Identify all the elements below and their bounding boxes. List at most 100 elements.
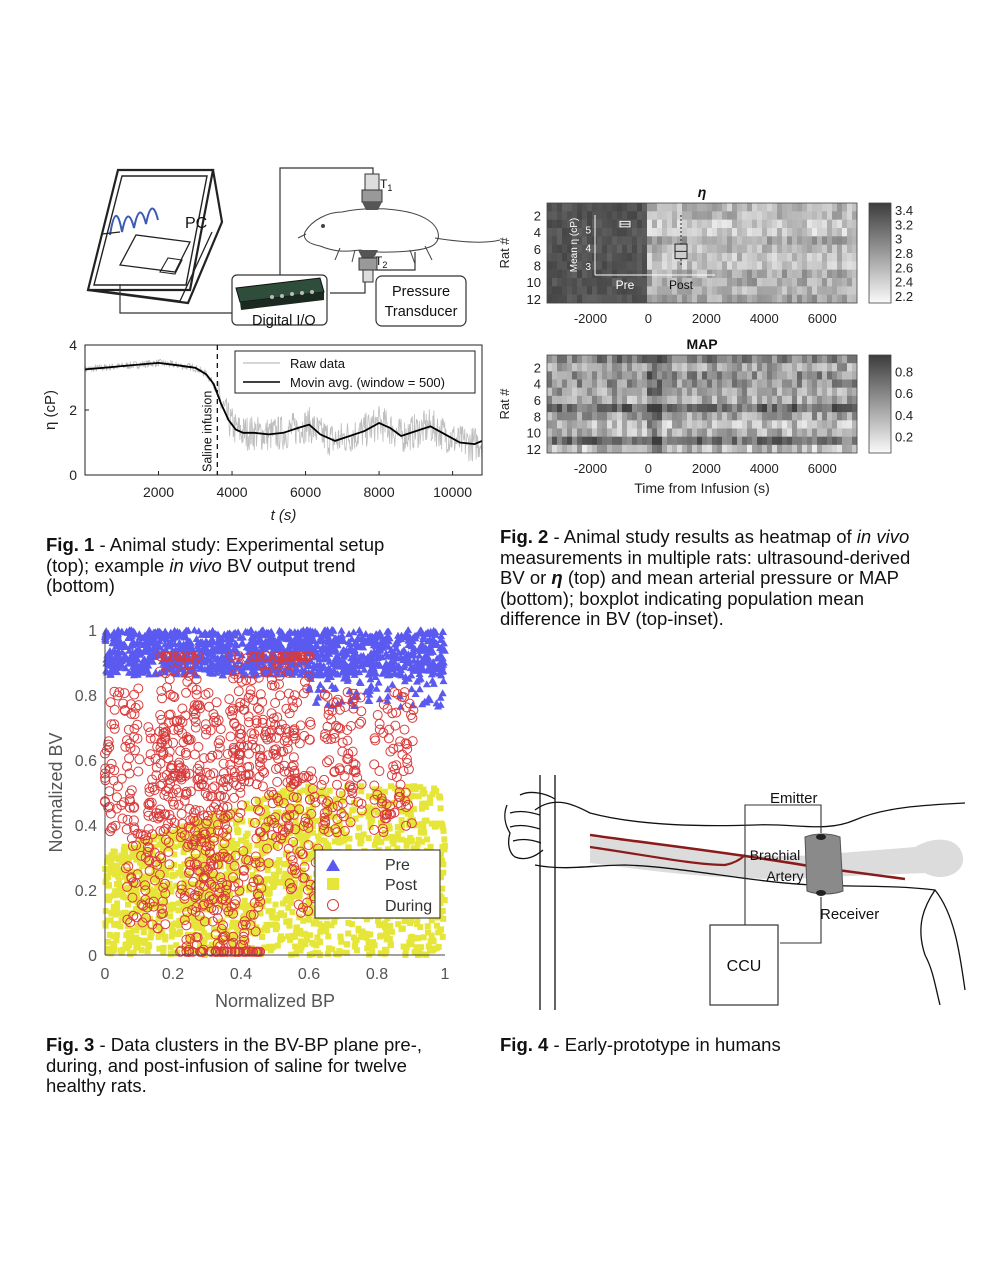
heatmap-cell: [767, 444, 773, 454]
heatmap-cell: [677, 203, 683, 212]
heatmap-cell: [782, 395, 788, 405]
heatmap-cell: [852, 228, 858, 237]
heatmap-cell: [722, 219, 728, 229]
heatmap-cell: [577, 404, 583, 413]
post-point: [201, 888, 208, 895]
heatmap-cell: [842, 286, 848, 295]
heatmap-cell: [817, 253, 823, 262]
heatmap-cell: [562, 404, 568, 413]
heatmap-cell: [797, 269, 803, 279]
post-point: [154, 859, 161, 866]
heatmap-cell: [852, 269, 858, 279]
post-point: [408, 786, 415, 793]
heatmap-cell: [707, 371, 713, 380]
during-point: [143, 855, 154, 866]
heatmap-cell: [842, 211, 848, 220]
heatmap-cell: [587, 395, 593, 405]
post-point: [106, 931, 113, 938]
heatmap-cell: [817, 395, 823, 405]
heatmap-cell: [812, 395, 818, 405]
post-point: [276, 879, 283, 886]
heatmap-cell: [577, 444, 583, 454]
heatmap-cell: [837, 436, 843, 446]
heatmap-cell: [612, 444, 618, 454]
heatmap-cell: [742, 228, 748, 237]
heatmap-cell: [567, 294, 573, 304]
post-point: [173, 882, 180, 889]
pre-point: [424, 664, 433, 672]
during-point: [320, 817, 331, 828]
pre-point: [355, 657, 364, 665]
heatmap-cell: [562, 428, 568, 437]
heatmap-cell: [677, 420, 683, 429]
post-point: [388, 928, 395, 935]
heatmap-cell: [682, 436, 688, 446]
heatmap-cell: [652, 211, 658, 220]
heatmap-cell: [752, 412, 758, 421]
post-point: [150, 836, 157, 843]
pre-point: [295, 633, 304, 641]
heatmap-cell: [712, 395, 718, 405]
pre-point: [107, 654, 116, 662]
heatmap-cell: [807, 428, 813, 437]
heatmap-cell: [787, 420, 793, 429]
heatmap-cell: [847, 253, 853, 262]
during-point: [160, 786, 171, 796]
heatmap-cell: [742, 286, 748, 295]
heatmap-cell: [552, 387, 558, 397]
pre-point: [374, 678, 383, 686]
heatmap-cell: [627, 286, 633, 295]
heatmap-cell: [577, 244, 583, 254]
post-point: [336, 839, 343, 846]
post-point: [324, 920, 331, 927]
heatmap-cell: [607, 355, 613, 364]
heatmap-cell: [792, 379, 798, 388]
post-point: [336, 948, 343, 955]
heatmap-cell: [812, 420, 818, 429]
post-point: [155, 934, 162, 941]
heatmap-cell: [732, 355, 738, 364]
heatmap-cell: [702, 236, 708, 245]
post-point: [358, 788, 365, 795]
post-point: [437, 927, 444, 934]
heatmap-cell: [662, 436, 668, 446]
post-point: [335, 835, 342, 842]
heatmap-cell: [617, 294, 623, 304]
pre-point: [247, 644, 256, 652]
pre-point: [316, 645, 325, 653]
heatmap-cell: [817, 428, 823, 437]
heatmap-cell: [722, 404, 728, 413]
post-point: [259, 813, 265, 820]
post-point: [155, 916, 162, 923]
heatmap-cell: [632, 236, 638, 245]
pre-point: [401, 629, 410, 637]
heatmap-cell: [822, 404, 828, 413]
heatmap-cell: [587, 294, 593, 304]
heatmap-cell: [642, 420, 648, 429]
heatmap-cell: [647, 379, 653, 388]
heatmap-cell: [547, 269, 553, 279]
heatmap-cell: [667, 236, 673, 245]
pre-point: [439, 658, 448, 666]
post-point: [307, 818, 314, 825]
pre-point: [106, 647, 114, 654]
heatmap-cell: [592, 436, 598, 446]
pre-point: [384, 642, 393, 650]
post-point: [407, 934, 414, 941]
heatmap-cell: [617, 436, 623, 446]
y-tick-label: 10: [527, 426, 541, 441]
heatmap-cell: [567, 363, 573, 372]
heatmap-cell: [832, 420, 838, 429]
heatmap-cell: [657, 244, 663, 254]
heatmap-cell: [742, 253, 748, 262]
pre-point: [270, 640, 278, 648]
pre-point: [194, 645, 203, 653]
heatmap-cell: [607, 261, 613, 270]
post-point: [171, 851, 178, 858]
heatmap-cell: [732, 294, 738, 304]
post-point: [413, 944, 420, 951]
heatmap-cell: [607, 244, 613, 254]
heatmap-cell: [812, 371, 818, 380]
pre-point: [382, 649, 391, 657]
heatmap-cell: [792, 387, 798, 397]
